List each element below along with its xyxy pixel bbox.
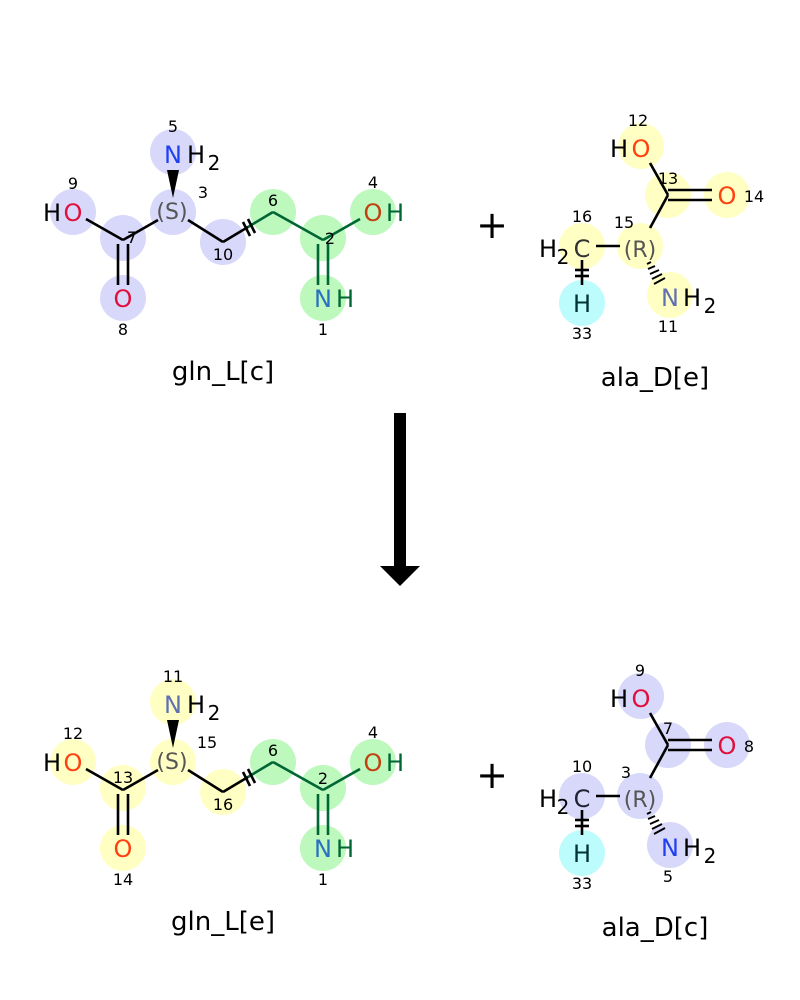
atom-label: H: [43, 749, 61, 777]
molecule-ala-D-c: H O O H 2 C (R) H N H 2 9 7 8 3 5 10 33 …: [539, 661, 754, 943]
molecule-gln-L-e: H O O N H 2 (S) O H N H 12 13 14 15 11 1…: [43, 667, 404, 937]
atom-label: N: [661, 284, 679, 312]
molecule-name: ala_D[e]: [601, 363, 709, 393]
atom-label: 2: [557, 245, 570, 269]
atom-label: H: [336, 285, 354, 313]
atom-label: H: [573, 840, 591, 868]
atom-label: 13: [658, 169, 678, 188]
atom-label: H: [336, 835, 354, 863]
atom-label: 15: [197, 733, 217, 752]
atom-label: 3: [621, 763, 631, 782]
atom-label: N: [661, 834, 679, 862]
atom-label: 12: [63, 724, 83, 743]
stereo-label: (S): [156, 750, 187, 775]
atom-label: O: [64, 749, 83, 777]
plus-sign: +: [476, 203, 508, 247]
atom-label: O: [364, 199, 383, 227]
atom-label: 9: [635, 661, 645, 680]
stereo-label: (R): [624, 238, 656, 263]
atom-label: C: [574, 785, 591, 813]
atom-label: H: [386, 199, 404, 227]
atom-label: O: [718, 732, 737, 760]
atom-label: H: [539, 785, 557, 813]
atom-label: 2: [704, 294, 717, 318]
molecule-name: gln_L[c]: [172, 357, 274, 387]
atom-label: H: [573, 290, 591, 318]
atom-label: 13: [113, 768, 133, 787]
atom-o: O: [64, 199, 83, 227]
atom-label: 16: [213, 795, 233, 814]
atom-label: 4: [368, 723, 378, 742]
atom-label: 1: [318, 320, 328, 339]
atom-label: 11: [658, 317, 678, 336]
atom-label: H: [386, 749, 404, 777]
atom-label: 8: [744, 737, 754, 756]
atom-label: O: [632, 135, 651, 163]
stereo-label: (S): [156, 200, 187, 225]
atom-label: 8: [118, 320, 128, 339]
atom-label: 5: [168, 117, 178, 136]
atom-label: 2: [325, 229, 335, 248]
atom-label: 7: [663, 719, 673, 738]
atom-label: 2: [318, 769, 328, 788]
atom-label: O: [364, 749, 383, 777]
atom-label: H: [187, 141, 205, 169]
stereo-label: (R): [624, 788, 656, 813]
atom-label: 10: [572, 757, 592, 776]
atom-o: O: [114, 285, 133, 313]
atom-label: 14: [744, 187, 764, 206]
atom-label: N: [164, 691, 182, 719]
atom-label: 12: [628, 111, 648, 130]
atom-label: 11: [163, 667, 183, 686]
atom-label: 9: [68, 174, 78, 193]
molecule-ala-D-e: H O O H 2 C (R) H N H 2 12 13 14 15 11 1…: [539, 111, 764, 393]
atom-label: 33: [572, 324, 592, 343]
atom-label: H: [610, 685, 628, 713]
atom-label: H: [683, 284, 701, 312]
atom-label: O: [718, 182, 737, 210]
atom-n: N: [164, 141, 182, 169]
atom-label: N: [314, 835, 332, 863]
atom-label: H: [43, 199, 61, 227]
atom-label: 2: [704, 844, 717, 868]
atom-label: 6: [268, 191, 278, 210]
atom-label: 2: [557, 795, 570, 819]
atom-label: O: [632, 685, 651, 713]
atom-label: N: [314, 285, 332, 313]
atom-label: 16: [572, 207, 592, 226]
atom-label: H: [539, 235, 557, 263]
atom-label: 2: [208, 151, 221, 175]
atom-label: 7: [127, 228, 137, 247]
atom-label: 10: [213, 245, 233, 264]
molecule-gln-L-c: H O O N H 2 (S) O H N H 9 7 8 3 5 10 6 2…: [43, 117, 404, 387]
atom-label: C: [574, 235, 591, 263]
molecule-name: ala_D[c]: [602, 913, 709, 943]
bonds: [85, 170, 361, 285]
atom-label: 1: [318, 870, 328, 889]
atom-label: 15: [614, 213, 634, 232]
atom-label: 33: [572, 874, 592, 893]
molecule-name: gln_L[e]: [171, 907, 275, 937]
atom-label: 6: [268, 741, 278, 760]
atom-label: 2: [208, 701, 221, 725]
atom-label: H: [187, 691, 205, 719]
plus-sign: +: [476, 753, 508, 797]
atom-label: O: [114, 835, 133, 863]
atom-label: 14: [113, 870, 133, 889]
atom-label: H: [610, 135, 628, 163]
atom-label: 4: [368, 173, 378, 192]
atom-numbers: 9 7 8 3 5 10 6 2 4 1: [68, 117, 378, 339]
atom-label: H: [683, 834, 701, 862]
atom-label: 3: [198, 183, 208, 202]
atom-label: 5: [663, 867, 673, 886]
reaction-arrow: [380, 413, 420, 586]
